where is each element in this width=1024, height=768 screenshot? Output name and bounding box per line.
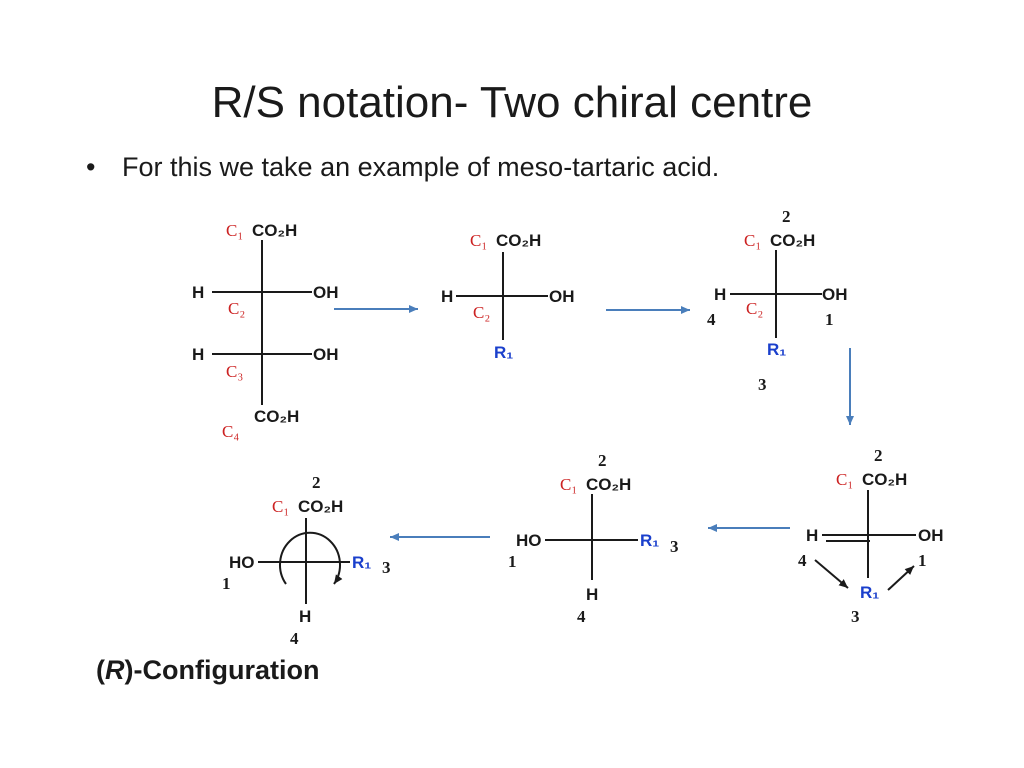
label-c1: C₁ [744, 231, 761, 250]
priority-4: 4 [577, 607, 586, 626]
label-c2: C₂ [746, 299, 763, 318]
label-c1: C₁ [560, 475, 577, 494]
config-letter: R [105, 655, 125, 685]
structure-step-2: C₁ CO₂H H OH C₂ R₁ [441, 231, 575, 362]
label-co2h-bottom: CO₂H [254, 407, 299, 426]
label-c3: C₃ [226, 362, 243, 381]
label-c1: C₁ [272, 497, 289, 516]
priority-1: 1 [918, 551, 927, 570]
priority-4: 4 [798, 551, 807, 570]
structure-step-4: 2 C₁ CO₂H H OH 4 1 R₁ 3 [798, 446, 944, 626]
priority-4: 4 [290, 629, 299, 648]
priority-3: 3 [851, 607, 860, 626]
label-h: H [806, 526, 818, 545]
label-h: H [586, 585, 598, 604]
structure-tartaric-full: C₁ CO₂H H OH C₂ H OH C₃ CO₂H C₄ [192, 221, 339, 441]
structure-final-r: 2 C₁ CO₂H HO 1 R₁ 3 H 4 [222, 473, 391, 648]
label-oh: OH [313, 345, 339, 364]
label-co2h: CO₂H [770, 231, 815, 250]
label-co2h: CO₂H [298, 497, 343, 516]
bullet-dot: • [86, 152, 96, 182]
label-h: H [192, 283, 204, 302]
priority-1: 1 [825, 310, 834, 329]
label-r1: R₁ [640, 531, 659, 550]
label-co2h-top: CO₂H [252, 221, 297, 240]
arrow-3-to-1 [887, 565, 915, 591]
label-co2h: CO₂H [586, 475, 631, 494]
configuration-label: (R)-Configuration [96, 655, 319, 686]
label-co2h: CO₂H [862, 470, 907, 489]
label-h: H [441, 287, 453, 306]
bullet-text: For this we take an example of meso-tart… [122, 152, 720, 182]
label-c2: C₂ [473, 303, 490, 322]
priority-4: 4 [707, 310, 716, 329]
bullet-point: • For this we take an example of meso-tar… [86, 152, 719, 183]
priority-1: 1 [508, 552, 517, 571]
label-oh: OH [822, 285, 848, 304]
label-c1: C₁ [836, 470, 853, 489]
structure-step-5: 2 C₁ CO₂H HO 1 R₁ 3 H 4 [508, 451, 679, 626]
priority-2: 2 [782, 207, 791, 226]
label-r1: R₁ [352, 553, 371, 572]
label-co2h: CO₂H [496, 231, 541, 250]
rotation-arrow-icon [279, 531, 343, 585]
label-ho: HO [229, 553, 255, 572]
arrow-4-to-3 [814, 559, 849, 589]
priority-1: 1 [222, 574, 231, 593]
label-r1: R₁ [860, 583, 879, 602]
label-h: H [299, 607, 311, 626]
label-c1: C₁ [470, 231, 487, 250]
label-r1: R₁ [767, 340, 786, 359]
priority-2: 2 [312, 473, 321, 492]
label-c1: C₁ [226, 221, 243, 240]
page-title: R/S notation- Two chiral centre [211, 78, 813, 127]
label-oh: OH [549, 287, 575, 306]
config-rest: )-Configuration [124, 655, 320, 685]
label-h: H [714, 285, 726, 304]
label-h: H [192, 345, 204, 364]
label-c2: C₂ [228, 299, 245, 318]
config-open-paren: ( [96, 655, 105, 685]
label-oh: OH [313, 283, 339, 302]
label-r1: R₁ [494, 343, 513, 362]
structure-step-3: 2 C₁ CO₂H H OH 4 C₂ 1 R₁ 3 [707, 207, 848, 394]
priority-3: 3 [758, 375, 767, 394]
label-ho: HO [516, 531, 542, 550]
priority-3: 3 [670, 537, 679, 556]
label-oh: OH [918, 526, 944, 545]
priority-2: 2 [598, 451, 607, 470]
priority-3: 3 [382, 558, 391, 577]
label-c4: C₄ [222, 422, 239, 441]
priority-2: 2 [874, 446, 883, 465]
